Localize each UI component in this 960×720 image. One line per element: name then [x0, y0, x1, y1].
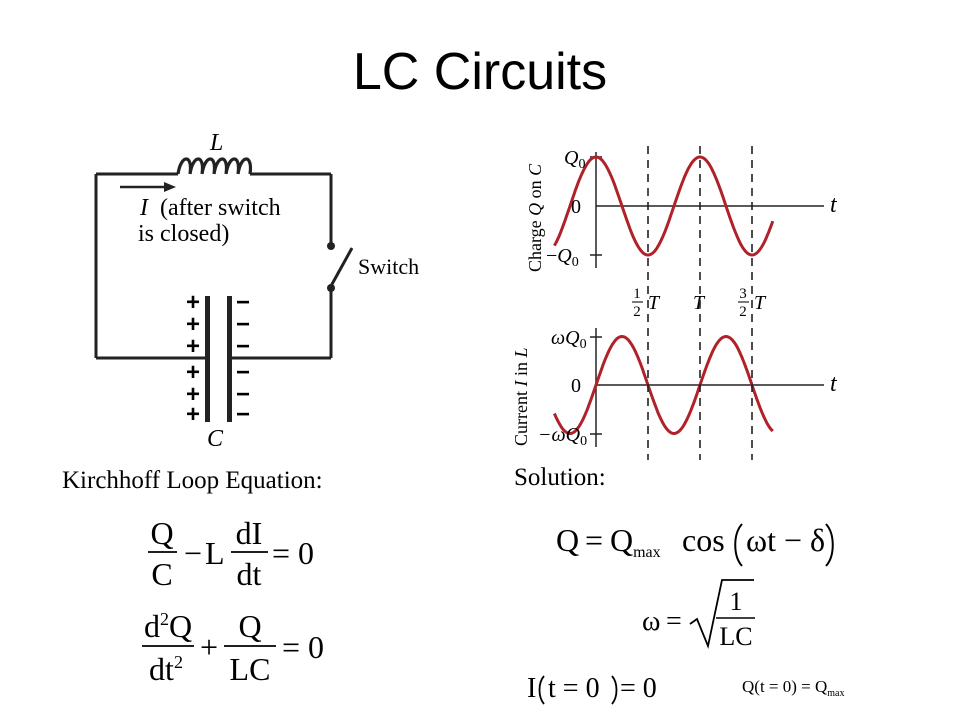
switch-contact-bottom	[327, 284, 335, 292]
eq1-C: C	[151, 556, 172, 592]
ic-argument: t = 0	[548, 673, 600, 704]
plus-sign: +	[186, 381, 200, 408]
kirchhoff-heading: Kirchhoff Loop Equation:	[62, 467, 323, 494]
current-tick-top-label: ωQ0	[551, 327, 587, 352]
marker-half-numerator: 1	[633, 286, 641, 302]
plus-sign: +	[186, 401, 200, 428]
sol-equals: =	[585, 522, 603, 558]
eq2-equals-zero: = 0	[282, 629, 324, 665]
sol-cos: cos	[682, 522, 725, 558]
current-arrowhead	[164, 182, 176, 192]
omega-LC: LC	[719, 622, 752, 651]
slide-title: LC Circuits	[352, 43, 608, 101]
current-curve	[553, 334, 774, 435]
charge-tick-mid-label: 0	[571, 196, 581, 218]
capacitor-plate-right	[227, 296, 232, 422]
eq2-numerator: d2Q	[144, 608, 192, 644]
plus-sign: +	[186, 333, 200, 360]
sqrt-sign	[689, 579, 754, 650]
current-symbol-label: I	[139, 195, 149, 221]
current-tick-mid-label: 0	[571, 375, 581, 397]
marker-period-T: T	[693, 292, 706, 314]
current-note-line2: is closed)	[138, 221, 229, 247]
eq1-dt: dt	[237, 556, 262, 592]
omega-equals: =	[666, 606, 682, 637]
charge-t-label: t	[830, 192, 838, 218]
initial-condition-charge: Q(t = 0) = Qmax	[742, 677, 845, 699]
eq2-plus: +	[200, 629, 218, 665]
kirchhoff-equation-2: d2Q dt2 + Q LC = 0	[142, 608, 324, 687]
eq2-denominator: dt2	[149, 651, 183, 687]
sol-Q: Q	[556, 522, 579, 558]
current-note-line1: (after switch	[160, 195, 281, 221]
minus-sign: −	[236, 289, 250, 316]
sol-Qmax: Qmax	[610, 522, 661, 561]
inductor-label: L	[209, 130, 223, 156]
inductor-coil	[176, 157, 253, 175]
marker-threehalf-numerator: 3	[739, 286, 747, 302]
capacitor-minus-signs: − − − − − −	[236, 289, 250, 428]
minus-sign: −	[236, 381, 250, 408]
eq1-equals-zero: = 0	[272, 535, 314, 571]
sol-argument: ωt − δ	[746, 522, 825, 558]
ic-equals-zero: = 0	[620, 673, 657, 704]
plus-sign: +	[186, 359, 200, 386]
half-period-marker: 1 2 T	[632, 286, 661, 320]
eq1-dI: dI	[236, 515, 263, 551]
current-tick-bottom-label: −ωQ0	[538, 424, 587, 449]
capacitor-plus-signs: + + + + + +	[186, 289, 200, 428]
capacitor-plate-left	[205, 296, 210, 422]
eq2-Q: Q	[238, 608, 261, 644]
current-y-axis-label: Current I in L	[511, 347, 531, 446]
omega-one: 1	[730, 587, 743, 616]
current-t-label: t	[830, 371, 838, 397]
plus-sign: +	[186, 311, 200, 338]
eq2-LC: LC	[230, 651, 271, 687]
ic2-text: Q(t = 0) = Qmax	[742, 677, 845, 699]
switch-label: Switch	[358, 254, 419, 279]
switch-lever	[329, 247, 354, 287]
sol-left-paren	[734, 523, 743, 567]
three-half-period-marker: 3 2 T	[738, 286, 767, 320]
switch-contact-top	[327, 242, 335, 250]
minus-sign: −	[236, 311, 250, 338]
ic-I: I	[527, 673, 536, 704]
charge-y-axis-label: Charge Q on C	[525, 163, 545, 272]
minus-sign: −	[236, 359, 250, 386]
eq1-L: L	[205, 535, 225, 571]
charge-curve	[553, 155, 775, 257]
eq1-minus: −	[184, 535, 202, 571]
minus-sign: −	[236, 401, 250, 428]
marker-half-T: T	[648, 292, 661, 314]
kirchhoff-equation-1: Q C − L dI dt = 0	[148, 515, 314, 592]
marker-half-denominator: 2	[633, 304, 641, 320]
eq1-Q: Q	[150, 515, 173, 551]
solution-equation: Q = Qmax cos ωt − δ	[556, 522, 834, 567]
omega-symbol: ω	[642, 606, 660, 637]
charge-tick-bottom-label: −Q0	[546, 245, 579, 270]
solution-heading: Solution:	[514, 464, 606, 491]
minus-sign: −	[236, 333, 250, 360]
marker-threehalf-T: T	[754, 292, 767, 314]
sol-right-paren	[825, 523, 834, 567]
capacitor-label: C	[207, 426, 224, 452]
marker-threehalf-denominator: 2	[739, 304, 747, 320]
omega-equation: ω = 1 LC	[642, 579, 755, 651]
charge-tick-top-label: Q0	[564, 147, 585, 172]
plus-sign: +	[186, 289, 200, 316]
initial-condition-current: I t = 0 = 0	[527, 673, 657, 705]
